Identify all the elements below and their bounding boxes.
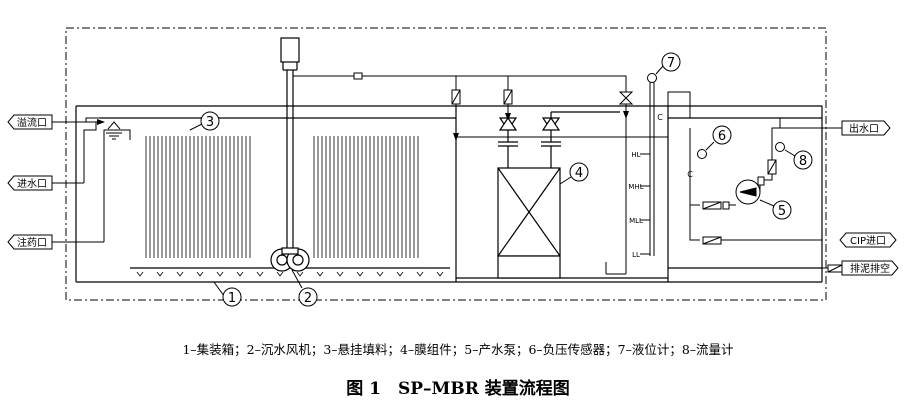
diffuser-mark — [436, 271, 444, 277]
callout-2-label: 2 — [304, 291, 312, 306]
diffuser-mark — [376, 271, 384, 277]
port-dosing-label: 注药口 — [17, 236, 47, 249]
container-outline — [65, 27, 827, 301]
level-gauge — [640, 65, 664, 256]
callout-2: 2 — [291, 269, 318, 307]
diffuser-mark — [136, 271, 144, 277]
level-mark-hl: HL — [631, 151, 640, 159]
port-sludge: 排泥排空 — [841, 260, 899, 276]
callout-4-label: 4 — [575, 166, 583, 181]
callout-3-label: 3 — [206, 115, 214, 130]
callout-6: 6 — [712, 125, 732, 145]
submersible-blower — [270, 37, 310, 272]
port-sludge-label: 排泥排空 — [850, 262, 890, 275]
membrane-module — [497, 111, 620, 279]
diffuser-mark — [276, 271, 284, 277]
port-overflow: 溢流口 — [7, 114, 53, 130]
callout-7: 7 — [661, 52, 681, 72]
diffuser-mark — [296, 271, 304, 277]
diffuser-mark — [416, 271, 424, 277]
left-ports-pipes — [52, 117, 131, 243]
figure-legend: 1–集装箱；2–沉水风机；3–悬挂填料；4–膜组件；5–产水泵；6–负压传感器；… — [182, 342, 734, 357]
diffuser-mark — [176, 271, 184, 277]
diffuser-mark — [216, 271, 224, 277]
level-mark-ll: LL — [632, 251, 640, 259]
air-pipeline — [293, 72, 634, 275]
water-level-symbol — [106, 121, 122, 140]
suspended-packing-right — [313, 136, 419, 258]
callout-3: 3 — [189, 111, 220, 131]
port-dosing: 注药口 — [7, 234, 53, 250]
level-mark-c2: C — [687, 170, 693, 179]
diffuser-mark — [316, 271, 324, 277]
aeration-diffusers — [136, 271, 444, 277]
suspended-packing-left — [145, 136, 251, 258]
port-overflow-label: 溢流口 — [17, 116, 47, 129]
callout-5: 5 — [772, 200, 792, 220]
diffuser-mark — [236, 271, 244, 277]
diffuser-mark — [356, 271, 364, 277]
port-outlet-label: 出水口 — [849, 122, 879, 135]
level-mark-c1: C — [657, 113, 663, 122]
port-inlet-label: 进水口 — [17, 178, 47, 190]
callout-1-label: 1 — [228, 291, 236, 306]
process-flow-diagram: 溢流口 进水口 注药口 出水口 CIP进口 排泥排空 HL MHL MLL LL… — [7, 27, 899, 307]
diffuser-mark — [336, 271, 344, 277]
diffuser-mark — [396, 271, 404, 277]
callout-8: 8 — [793, 150, 813, 170]
diffuser-mark — [156, 271, 164, 277]
callout-1: 1 — [213, 281, 242, 307]
diffuser-mark — [196, 271, 204, 277]
level-mark-mhl: MHL — [628, 183, 643, 191]
callout-6-label: 6 — [718, 129, 726, 144]
level-mark-mll: MLL — [629, 217, 643, 225]
port-cip-inlet: CIP进口 — [839, 232, 897, 248]
port-cip-inlet-label: CIP进口 — [850, 235, 886, 247]
diffuser-mark — [256, 271, 264, 277]
callout-5-label: 5 — [778, 204, 786, 219]
port-outlet: 出水口 — [841, 120, 891, 136]
callout-4: 4 — [559, 162, 589, 185]
figure-caption: 图 1 SP–MBR 装置流程图 — [346, 379, 570, 399]
callout-7-label: 7 — [667, 56, 675, 71]
product-water-line — [667, 91, 822, 245]
port-inlet: 进水口 — [7, 175, 53, 191]
tank — [75, 105, 823, 283]
callout-8-label: 8 — [799, 154, 807, 169]
